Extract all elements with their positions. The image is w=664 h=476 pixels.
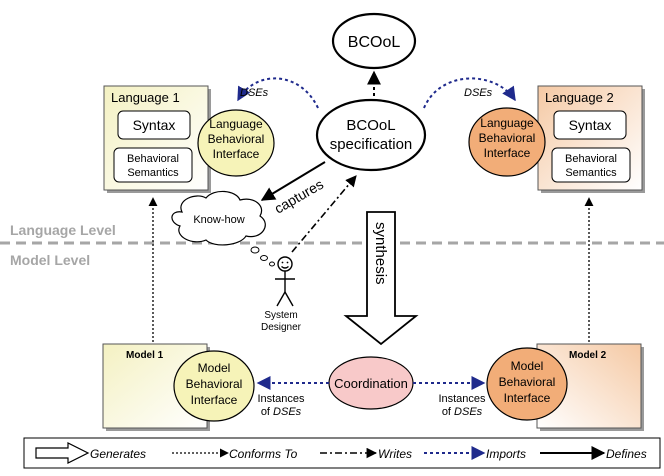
designer-writes-arrow — [291, 175, 357, 253]
language2-semantics-line2: Semantics — [565, 167, 617, 179]
dses-left-label: DSEs — [240, 87, 269, 99]
legend-generates-icon — [35, 442, 90, 464]
legend: Generates Conforms To Writes Imports Def… — [23, 437, 661, 469]
model-level-label: Model Level — [10, 252, 90, 268]
model2-instances-line1: Instances — [438, 393, 486, 405]
bcool-specification-node: BCOoL specification — [315, 98, 427, 172]
designer-line1: System — [264, 310, 297, 321]
language1-interface-line3: Interface — [213, 147, 260, 161]
designer-line2: Designer — [261, 322, 302, 333]
coordination-label: Coordination — [334, 376, 408, 391]
model2-interface-line3: Interface — [504, 391, 551, 405]
model1-instances-line1: Instances — [257, 393, 305, 405]
language2-title: Language 2 — [545, 90, 614, 105]
language2-interface: Language Behavioral Interface — [468, 107, 546, 177]
language2-syntax-box — [553, 110, 627, 140]
coordination-node: Coordination — [328, 356, 414, 410]
language1-syntax-box — [117, 110, 191, 140]
synthesis-label: synthesis — [372, 222, 389, 285]
bcool-node: BCOoL — [331, 12, 417, 70]
legend-generates: Generates — [90, 447, 146, 461]
spec-line1: BCOoL — [346, 117, 395, 134]
language1-title: Language 1 — [111, 90, 180, 105]
language1-box: Language 1 Syntax Behavioral Semantics — [103, 85, 211, 193]
captures-arrow — [260, 161, 326, 201]
dses-right-label: DSEs — [464, 87, 493, 99]
language1-syntax: Syntax — [133, 117, 176, 133]
system-designer-icon — [275, 256, 295, 307]
language2-syntax: Syntax — [569, 117, 612, 133]
legend-defines: Defines — [606, 447, 647, 461]
language2-semantics-line1: Behavioral — [565, 153, 617, 165]
language1-semantics-line1: Behavioral — [127, 153, 179, 165]
model1-interface-line2: Behavioral — [186, 377, 243, 391]
legend-conforms-to: Conforms To — [229, 447, 298, 461]
language2-semantics-box — [551, 147, 631, 183]
captures-label: captures — [272, 176, 327, 217]
spec-line2: specification — [330, 136, 413, 153]
model1-instances-line2: of DSEs — [261, 406, 302, 418]
model1-interface: Model Behavioral Interface — [173, 350, 255, 422]
language1-semantics-line2: Semantics — [127, 167, 179, 179]
know-how-cloud: Know-how — [171, 190, 275, 267]
language1-interface-line1: Language — [209, 117, 263, 131]
model2-interface: Model Behavioral Interface — [486, 347, 568, 421]
dses-import-left-arrow — [237, 77, 319, 109]
language1-semantics-box — [113, 147, 193, 183]
legend-imports: Imports — [486, 447, 526, 461]
model1-interface-line1: Model — [198, 361, 231, 375]
language2-interface-line2: Behavioral — [479, 131, 536, 145]
legend-writes: Writes — [378, 447, 412, 461]
language2-box: Language 2 Syntax Behavioral Semantics — [537, 85, 645, 193]
know-how-label: Know-how — [193, 214, 244, 226]
language1-interface: Language Behavioral Interface — [197, 109, 275, 177]
language2-interface-line1: Language — [480, 116, 534, 130]
language1-interface-line2: Behavioral — [208, 132, 265, 146]
model1-interface-line3: Interface — [191, 393, 238, 407]
model2-instances-line2: of DSEs — [442, 406, 483, 418]
model1-title: Model 1 — [126, 350, 164, 361]
synthesis-arrow: synthesis — [343, 211, 419, 346]
model2-title: Model 2 — [569, 350, 607, 361]
model2-interface-line1: Model — [511, 359, 544, 373]
dses-import-right-arrow — [423, 77, 516, 109]
language-level-label: Language Level — [10, 222, 116, 238]
model2-interface-line2: Behavioral — [499, 375, 556, 389]
bcool-label: BCOoL — [348, 34, 401, 51]
language2-interface-line3: Interface — [484, 146, 531, 160]
